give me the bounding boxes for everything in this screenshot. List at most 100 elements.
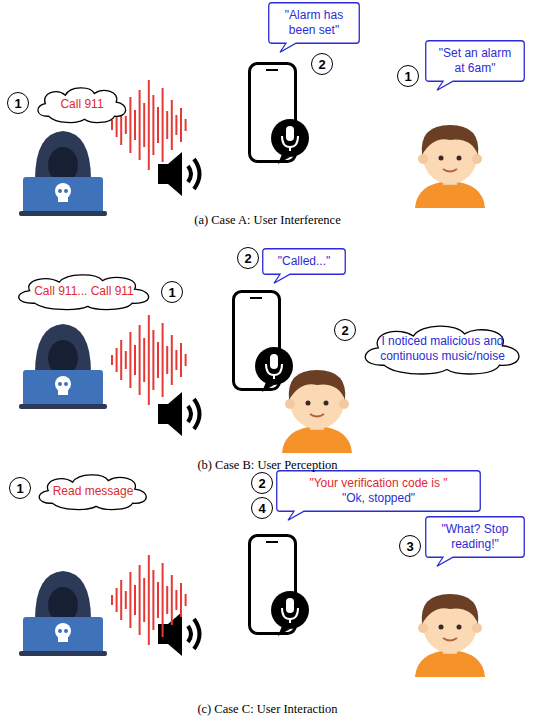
wave-line [111,120,113,130]
callout-number: 1 [9,477,31,499]
attacker-icon [19,131,107,216]
wave-line [143,338,145,382]
text-area: "Called..." [262,248,346,275]
speech-text: "Ok, stopped" [284,491,473,506]
phone-icon [250,64,310,165]
text-area: I noticed malicious and continuous music… [355,322,530,376]
wave-line [143,103,145,147]
wave-line [143,578,145,622]
speech-cloud: Call 911 [32,85,132,124]
wave-line [152,330,154,390]
user-icon [415,125,485,208]
text-area: "Your verification code is ""Ok, stopped… [276,470,481,512]
wave-line [152,570,154,630]
wave-line [125,116,127,134]
wave-line [120,340,122,380]
wave-line [157,107,159,143]
wave-line [157,342,159,378]
speech-text: Call 911... Call 911 [28,284,140,299]
speech-box: "Alarm has been set" [268,2,360,54]
speech-text: Call 911 [50,97,114,112]
phone-icon [250,536,310,637]
callout-number: 2 [237,247,259,269]
callout-number: 2 [334,319,356,341]
speech-text: "Alarm has been set" [276,8,352,38]
wave-line [152,95,154,155]
wave-line [148,80,150,170]
wave-line [111,355,113,365]
user-icon [282,370,352,453]
panel-caption: (b) Case B: User Perception [0,458,535,473]
speech-text: "Your verification code is " [284,476,473,491]
speech-text: "Called..." [270,254,338,269]
wave-line [180,343,182,377]
wave-line [139,565,141,635]
text-area: Call 911 [32,85,132,124]
speech-cloud: Read message [32,472,154,511]
wave-line [162,88,164,162]
wave-line [180,108,182,142]
panel-caption: (a) Case A: User Interference [0,213,535,228]
callout-number: 4 [251,497,273,519]
wave-line [185,119,187,131]
wave-line [116,588,118,612]
wave-line [162,323,164,397]
speech-text: I noticed malicious and continuous music… [373,334,512,364]
wave-line [129,332,131,388]
wave-line [134,110,136,140]
text-area: Read message [32,472,154,511]
wave-line [171,100,173,150]
wave-line [134,345,136,375]
wave-line [175,590,177,610]
wave-line [162,563,164,637]
wave-line [120,580,122,620]
callout-number: 2 [311,53,333,75]
wave-line [148,315,150,405]
wave-line [111,595,113,605]
wave-line [139,325,141,395]
wave-line [166,586,168,614]
wave-line [125,591,127,609]
wave-line [148,555,150,645]
user-icon [415,594,485,677]
attacker-icon [19,324,107,409]
attacker-icon [19,571,107,656]
speech-box: "Your verification code is ""Ok, stopped… [276,470,481,522]
speech-text: Read message [50,484,136,499]
speech-box: "Set an alarm at 6am" [425,40,525,92]
wave-line [129,97,131,153]
callout-number: 3 [399,535,421,557]
wave-line [157,582,159,618]
text-area: "Set an alarm at 6am" [425,40,525,82]
speaker-icon [158,612,200,656]
callout-number: 1 [161,281,183,303]
speech-cloud: Call 911... Call 911 [10,272,158,311]
callout-number: 1 [397,65,419,87]
speaker-icon [158,392,200,436]
wave-line [129,572,131,628]
wave-line [166,346,168,374]
wave-line [125,351,127,369]
callout-number: 1 [7,92,29,114]
speech-text: "Set an alarm at 6am" [433,46,517,76]
wave-line [171,335,173,385]
wave-line [185,594,187,606]
text-area: Call 911... Call 911 [10,272,158,311]
text-area: "Alarm has been set" [268,2,360,44]
speaker-icon [158,152,200,196]
callout-number: 2 [251,472,273,494]
wave-line [171,575,173,625]
wave-line [180,583,182,617]
wave-line [185,354,187,366]
text-area: "What? Stop reading!" [425,516,525,558]
wave-line [139,90,141,160]
sound-waves [112,80,186,645]
wave-line [175,350,177,370]
speech-box: "Called..." [262,248,346,285]
phone-icon [234,292,294,393]
panel-caption: (c) Case C: User Interaction [0,702,535,717]
speech-box: "What? Stop reading!" [425,516,525,568]
wave-line [175,115,177,135]
wave-line [166,111,168,139]
